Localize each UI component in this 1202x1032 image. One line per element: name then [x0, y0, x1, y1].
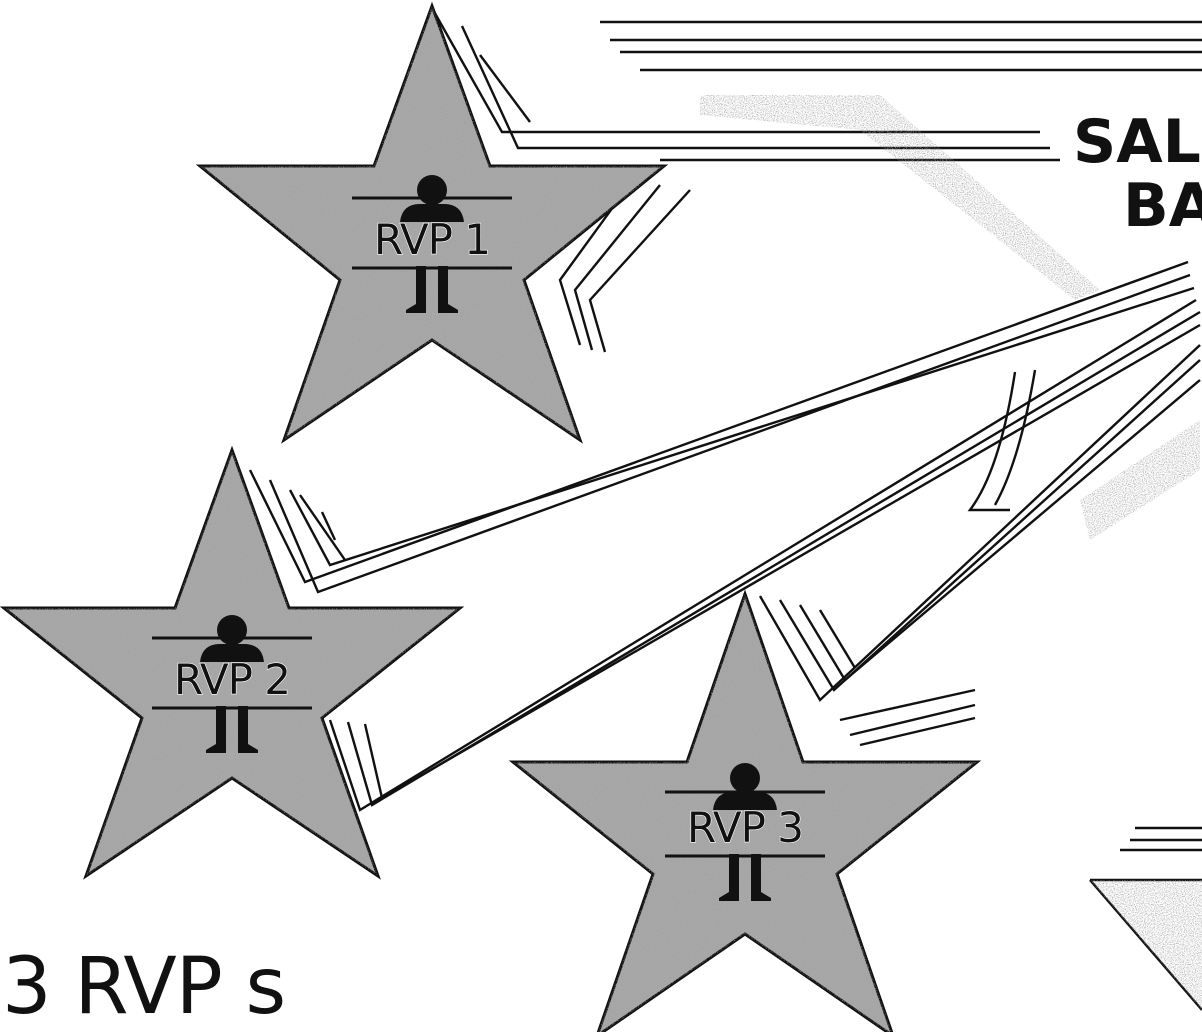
rvp2-label: RVP 2 [174, 655, 290, 704]
side-title: SAL BA [1073, 107, 1202, 241]
side-title-line1: SAL [1073, 107, 1201, 177]
rvp3-label: RVP 3 [687, 803, 803, 852]
rvp1-label: RVP 1 [374, 215, 490, 264]
caption: 3 RVP s [2, 942, 285, 1032]
star-rvp3: RVP 3 [513, 594, 977, 1032]
star-rvp1: RVP 1 [200, 6, 664, 440]
side-title-line2: BA [1123, 171, 1202, 241]
star-rvp2: RVP 2 [4, 450, 460, 876]
